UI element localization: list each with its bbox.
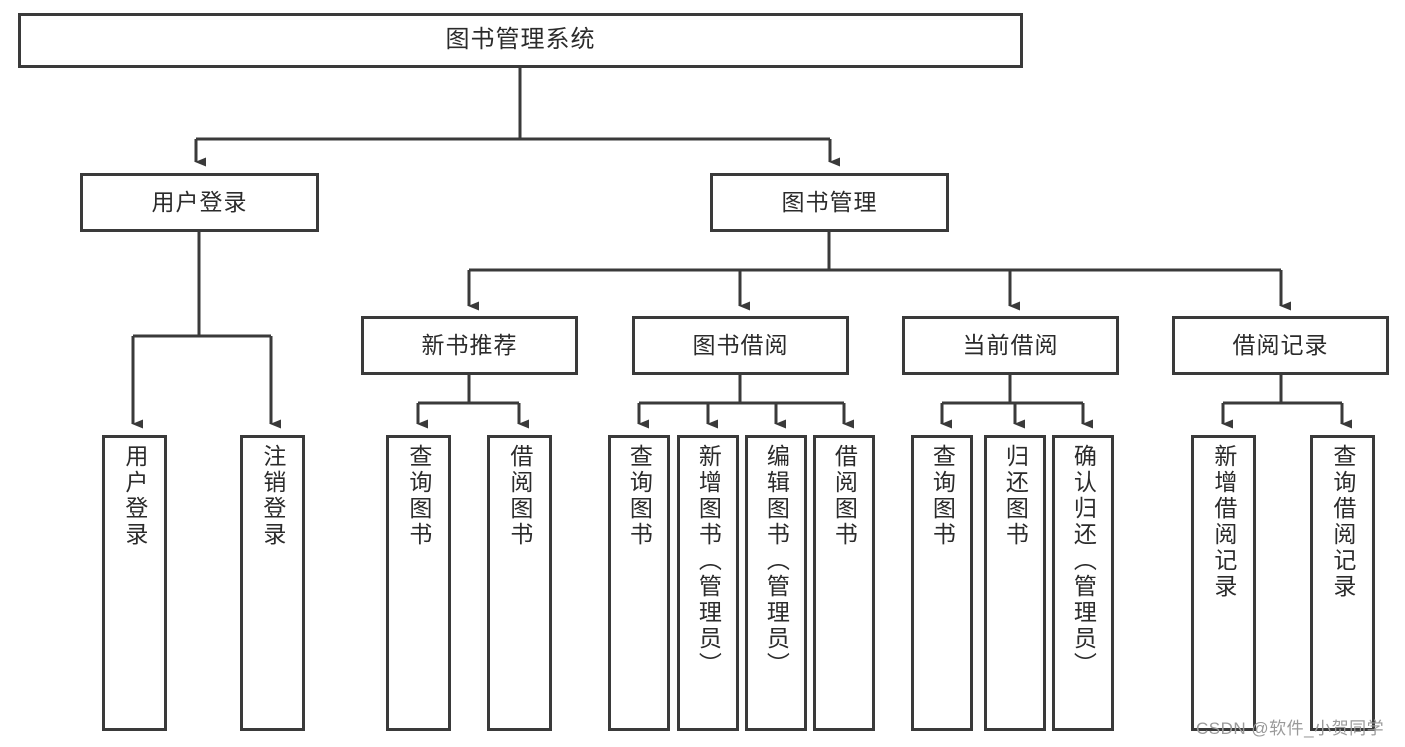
leaf-logout[interactable]: 注销登录 bbox=[240, 435, 305, 731]
node-label: 查询借阅记录 bbox=[1329, 444, 1356, 600]
node-label: 图书管理 bbox=[781, 188, 878, 215]
node-label: 当前借阅 bbox=[962, 331, 1059, 358]
leaf-query-borrow-record[interactable]: 查询借阅记录 bbox=[1310, 435, 1375, 731]
node-label: 图书管理系统 bbox=[445, 26, 596, 54]
node-label: 借阅图书 bbox=[506, 444, 533, 548]
node-root-system[interactable]: 图书管理系统 bbox=[18, 13, 1023, 68]
leaf-query-book-1[interactable]: 查询图书 bbox=[386, 435, 451, 731]
node-label: 确认归还（管理员） bbox=[1070, 444, 1097, 678]
leaf-return-book[interactable]: 归还图书 bbox=[984, 435, 1046, 731]
leaf-user-login[interactable]: 用户登录 bbox=[102, 435, 167, 731]
leaf-add-book[interactable]: 新增图书（管理员） bbox=[677, 435, 739, 731]
leaf-add-borrow-record[interactable]: 新增借阅记录 bbox=[1191, 435, 1256, 731]
node-label: 借阅图书 bbox=[831, 444, 858, 548]
node-label: 新书推荐 bbox=[421, 331, 518, 358]
leaf-confirm-return[interactable]: 确认归还（管理员） bbox=[1052, 435, 1114, 731]
node-label: 借阅记录 bbox=[1232, 331, 1329, 358]
node-book-management[interactable]: 图书管理 bbox=[710, 173, 949, 232]
node-borrow-record[interactable]: 借阅记录 bbox=[1172, 316, 1389, 375]
node-user-login[interactable]: 用户登录 bbox=[80, 173, 319, 232]
leaf-query-book-2[interactable]: 查询图书 bbox=[608, 435, 670, 731]
node-book-borrow[interactable]: 图书借阅 bbox=[632, 316, 849, 375]
node-label: 用户登录 bbox=[151, 188, 248, 215]
watermark-text: CSDN @软件_小贺同学 bbox=[1196, 719, 1385, 738]
node-label: 查询图书 bbox=[405, 444, 432, 548]
node-label: 查询图书 bbox=[929, 444, 956, 548]
leaf-query-book-3[interactable]: 查询图书 bbox=[911, 435, 973, 731]
node-label: 新增借阅记录 bbox=[1210, 444, 1237, 600]
leaf-borrow-book-1[interactable]: 借阅图书 bbox=[487, 435, 552, 731]
node-label: 归还图书 bbox=[1002, 444, 1029, 548]
node-label: 用户登录 bbox=[121, 444, 148, 548]
node-label: 注销登录 bbox=[259, 444, 286, 548]
leaf-borrow-book-2[interactable]: 借阅图书 bbox=[813, 435, 875, 731]
node-label: 图书借阅 bbox=[692, 331, 789, 358]
node-new-book-recommend[interactable]: 新书推荐 bbox=[361, 316, 578, 375]
node-label: 新增图书（管理员） bbox=[695, 444, 722, 678]
node-label: 查询图书 bbox=[626, 444, 653, 548]
node-current-borrow[interactable]: 当前借阅 bbox=[902, 316, 1119, 375]
leaf-edit-book[interactable]: 编辑图书（管理员） bbox=[745, 435, 807, 731]
node-label: 编辑图书（管理员） bbox=[763, 444, 790, 678]
